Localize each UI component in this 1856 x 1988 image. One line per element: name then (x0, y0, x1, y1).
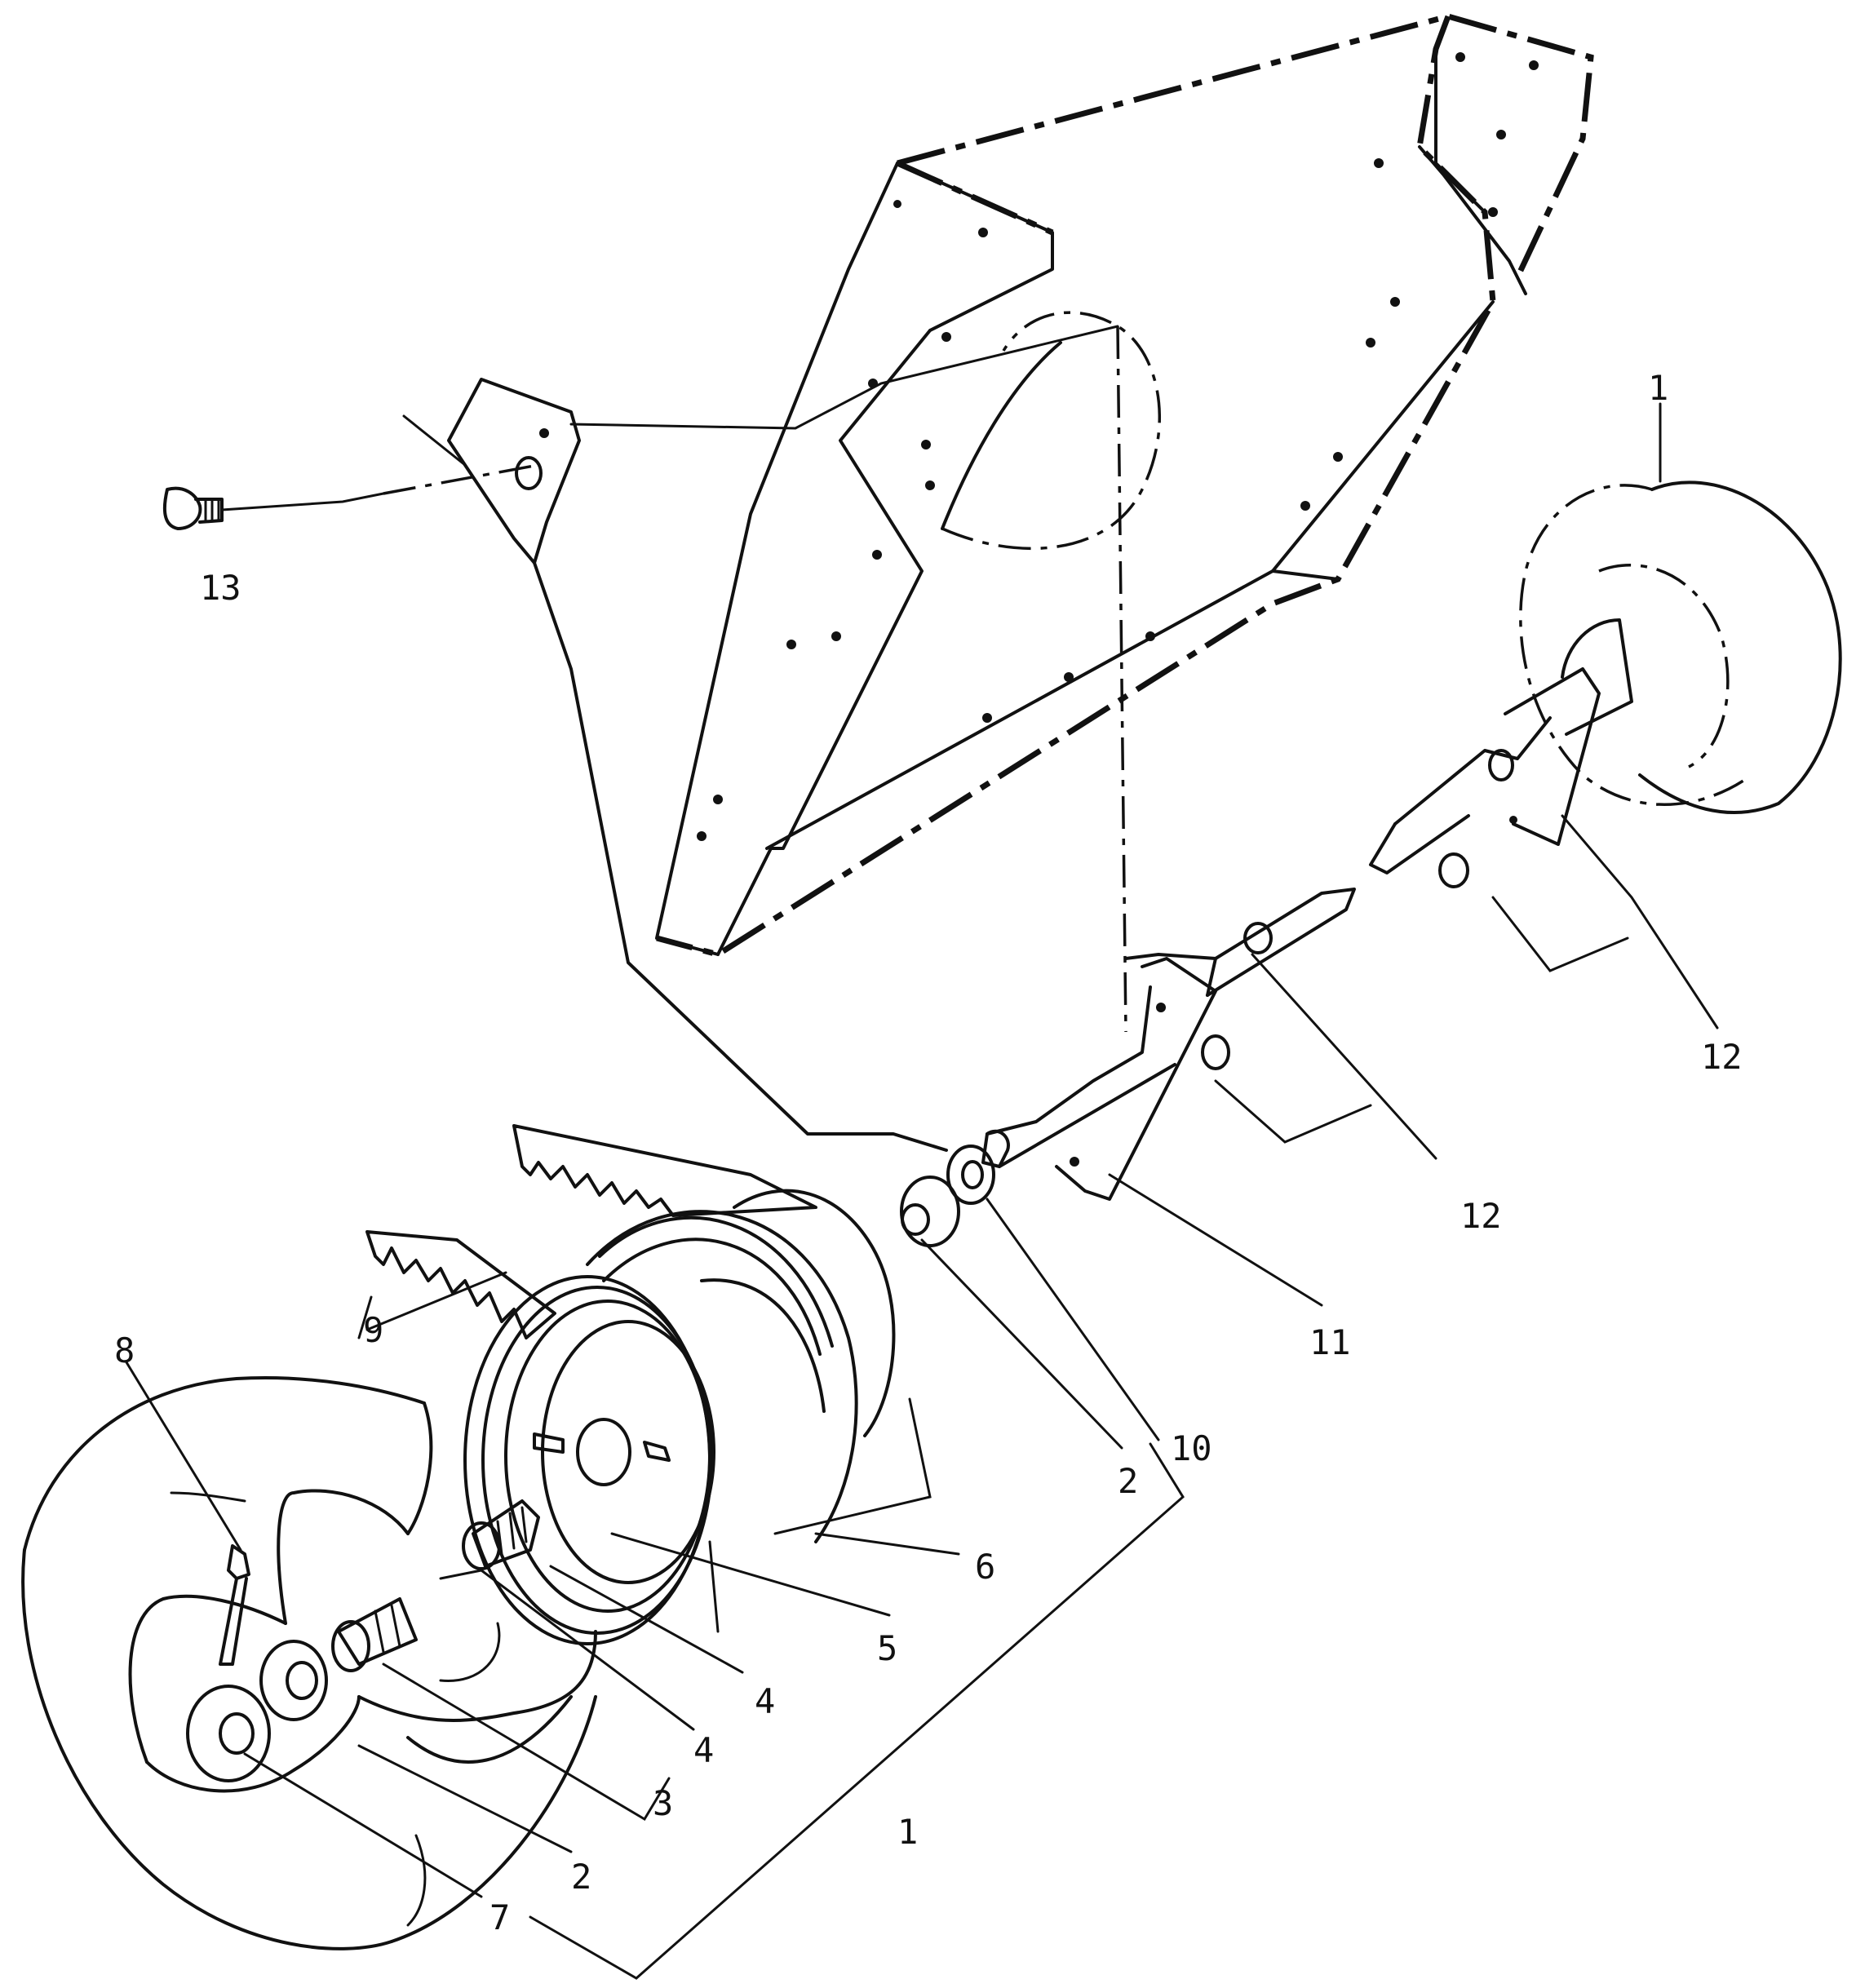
axle-spindle-11 (981, 888, 1356, 1201)
right-wheel-assembly (1369, 480, 1842, 888)
left-tire-3 (21, 1376, 597, 1950)
callout-1-top: 1 (1648, 368, 1668, 408)
hub-drum-6 (586, 1189, 932, 1543)
leader-lines (125, 402, 1719, 1980)
frame-phantom-outline (655, 13, 1594, 958)
callout-4-a: 4 (755, 1681, 775, 1721)
callout-10: 10 (1171, 1428, 1212, 1468)
tread-strips-9 (365, 1124, 817, 1339)
callout-3: 3 (653, 1783, 673, 1823)
callout-2-mid: 2 (1118, 1461, 1138, 1501)
callout-2-low: 2 (571, 1857, 591, 1897)
callout-6: 6 (975, 1547, 995, 1587)
callout-7: 7 (489, 1897, 510, 1937)
callout-9: 9 (363, 1310, 383, 1350)
callout-12-right: 12 (1701, 1037, 1743, 1077)
callout-1-low: 1 (897, 1812, 918, 1852)
callout-12-mid: 12 (1460, 1196, 1502, 1236)
callout-labels: 1 13 12 12 11 10 2 9 8 6 5 4 4 3 2 1 7 (114, 368, 1743, 1937)
bearings-4 (331, 1499, 540, 1672)
callout-8: 8 (114, 1330, 135, 1370)
callout-13: 13 (200, 568, 241, 608)
washers-2-10 (900, 1145, 995, 1247)
mounting-bracket (402, 325, 1127, 1152)
callout-11: 11 (1309, 1322, 1351, 1362)
callout-5: 5 (877, 1628, 897, 1668)
callout-4-b: 4 (693, 1730, 714, 1770)
bolt-13 (162, 463, 539, 530)
rim-5 (463, 1275, 715, 1645)
